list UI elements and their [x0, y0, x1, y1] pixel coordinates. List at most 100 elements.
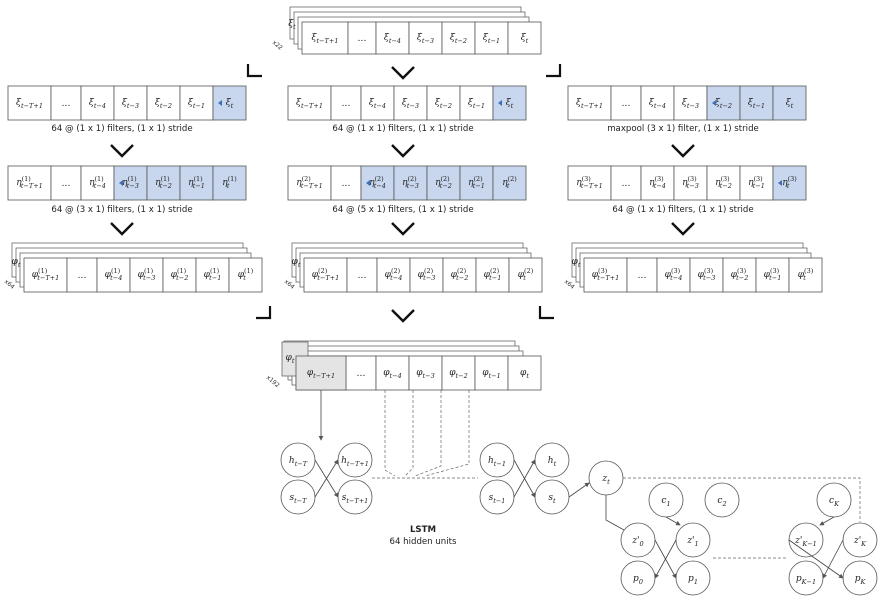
concat-shaded-cell: [295, 355, 347, 391]
branch2-row2-label-6: η(2)t: [502, 175, 517, 190]
branch3-row3-cell-6: [788, 257, 823, 293]
top-input-row-label-5: ξt−1: [483, 33, 500, 45]
branch1-row3-ellipsis: …: [78, 271, 87, 281]
branch1-caption1: 64 @ (1 x 1) filters, (1 x 1) stride: [51, 124, 192, 134]
branch2-row2-shift-arrow: [366, 180, 370, 186]
branch3-row2-shift-arrow: [778, 180, 782, 186]
branch1-row2-shift-arrow: [119, 180, 123, 186]
branch2-row2-label-5: η(2)t−1: [468, 175, 485, 190]
branch1-row1-shift-arrow: [218, 100, 222, 106]
lstm-connection: [513, 459, 536, 498]
branch2-row3-cell-5: [475, 257, 510, 293]
branch1-row3-cell-6: [228, 257, 263, 293]
branch2-row2-label-3: η(2)t−3: [402, 175, 419, 190]
lstm-dashed-input: [404, 390, 414, 477]
branch2-row3-cell-4: [442, 257, 477, 293]
branch2-row1-cell-4: [426, 85, 461, 121]
branch1-row2-label-6: η(1)t: [222, 175, 237, 190]
output-connection: [819, 516, 835, 526]
branch1-row3-cell-1: [66, 257, 98, 293]
branch2-row2-label-4: η(2)t−2: [435, 175, 452, 190]
branch2-row2-label-0: η(2)t−T+1: [296, 175, 323, 190]
output-pK-label: pK: [855, 574, 867, 586]
lstm-dashed-input: [414, 390, 442, 477]
output-z-to-zp0: [605, 495, 625, 531]
branch1-row1-label-3: ξt−3: [122, 98, 139, 110]
output-z-label: zt: [601, 474, 610, 486]
branch1-row2-cell-2: [80, 165, 115, 201]
branch1-row3-label-5: φ(1)t−1: [204, 267, 222, 282]
chevron-down-icon: [671, 222, 695, 236]
branch2-row1-cell-1: [330, 85, 362, 121]
branch2-row1-label-4: ξt−2: [435, 98, 452, 110]
top-input-row-cell-4: [441, 21, 476, 55]
lstm-h-t-T1-label: ht−T+1: [341, 456, 369, 468]
branch3-row3-cell-2: [656, 257, 691, 293]
branch1-row1-label-0: ξt−T+1: [16, 98, 43, 110]
branch1-row1-label-2: ξt−4: [89, 98, 106, 110]
branch1-row1-cell-2: [80, 85, 115, 121]
branch1-row1-ellipsis: …: [62, 99, 71, 109]
branch1-row3-label-6: φ(1)t: [238, 267, 254, 282]
branch3-row2-label-5: η(3)t−1: [748, 175, 765, 190]
branch3-row1-shift-arrow: [712, 100, 716, 106]
output-c2-label: c2: [717, 496, 726, 508]
branch3-row2-label-6: η(3)t: [782, 175, 797, 190]
branch3-row2-cell-5: [739, 165, 774, 201]
branch3-row1-cell-1: [610, 85, 642, 121]
branch1-row1-label-4: ξt−2: [155, 98, 172, 110]
branch1-row3-cell-0: [23, 257, 68, 293]
branch3-row3-label-5: φ(3)t−1: [764, 267, 782, 282]
output-cK-label: cK: [829, 496, 840, 508]
branch2-row1-ellipsis: …: [342, 99, 351, 109]
concat-row-label-4: φt−2: [449, 368, 468, 380]
branch1-row3-label-2: φ(1)t−4: [105, 267, 123, 282]
branch1-row1-cell-1: [50, 85, 82, 121]
output-connection: [568, 482, 590, 498]
lstm-s-t-1-label: st−1: [489, 493, 506, 505]
branch3-row3-label-3: φ(3)t−3: [698, 267, 716, 282]
branch2-row3-cell-2: [376, 257, 411, 293]
top-input-row-cell-6: [507, 21, 542, 55]
branch3-row1-cell-3: [673, 85, 708, 121]
branch3-row3-ellipsis: …: [638, 271, 647, 281]
branch3-row3-label-6: φ(3)t: [798, 267, 814, 282]
branch1-row2-cell-4: [146, 165, 181, 201]
branch1-row3-label-3: φ(1)t−3: [138, 267, 156, 282]
branch2-row1-label-2: ξt−4: [369, 98, 386, 110]
branch1-row2-cell-5: [179, 165, 214, 201]
chevron-down-icon: [110, 144, 134, 158]
branch3-row2-label-2: η(3)t−4: [649, 175, 666, 190]
top-input-multiplier: x22: [271, 39, 284, 52]
branch3-row3-cell-3: [689, 257, 724, 293]
branch1-row2-label-4: η(1)t−2: [155, 175, 172, 190]
branch3-row3-cell-0: [583, 257, 628, 293]
branch1-multiplier: x64: [3, 278, 16, 291]
branch2-row2-cell-0: [287, 165, 332, 201]
branch1-row2-cell-1: [50, 165, 82, 201]
branch3-row3-label-4: φ(3)t−2: [731, 267, 749, 282]
branch3-row2-cell-2: [640, 165, 675, 201]
branch2-row1-cell-0: [287, 85, 332, 121]
branch2-row3-ellipsis: …: [358, 271, 367, 281]
lstm-s-t-T-label: st−T: [289, 493, 307, 505]
concat-row-cell-2: [375, 355, 410, 391]
concat-row-cell-5: [474, 355, 509, 391]
branch3-row2-cell-1: [610, 165, 642, 201]
lstm-connection: [314, 459, 339, 498]
chevron-down-icon: [391, 66, 415, 80]
chevron-down-icon: [671, 144, 695, 158]
branch3-row1-cell-6: [772, 85, 807, 121]
branch1-row3-cell-5: [195, 257, 230, 293]
concat-row-label-5: φt−1: [482, 368, 501, 380]
output-connection: [788, 539, 844, 579]
flow-chevrons: [110, 64, 695, 323]
branch1-row3-cell-3: [129, 257, 164, 293]
